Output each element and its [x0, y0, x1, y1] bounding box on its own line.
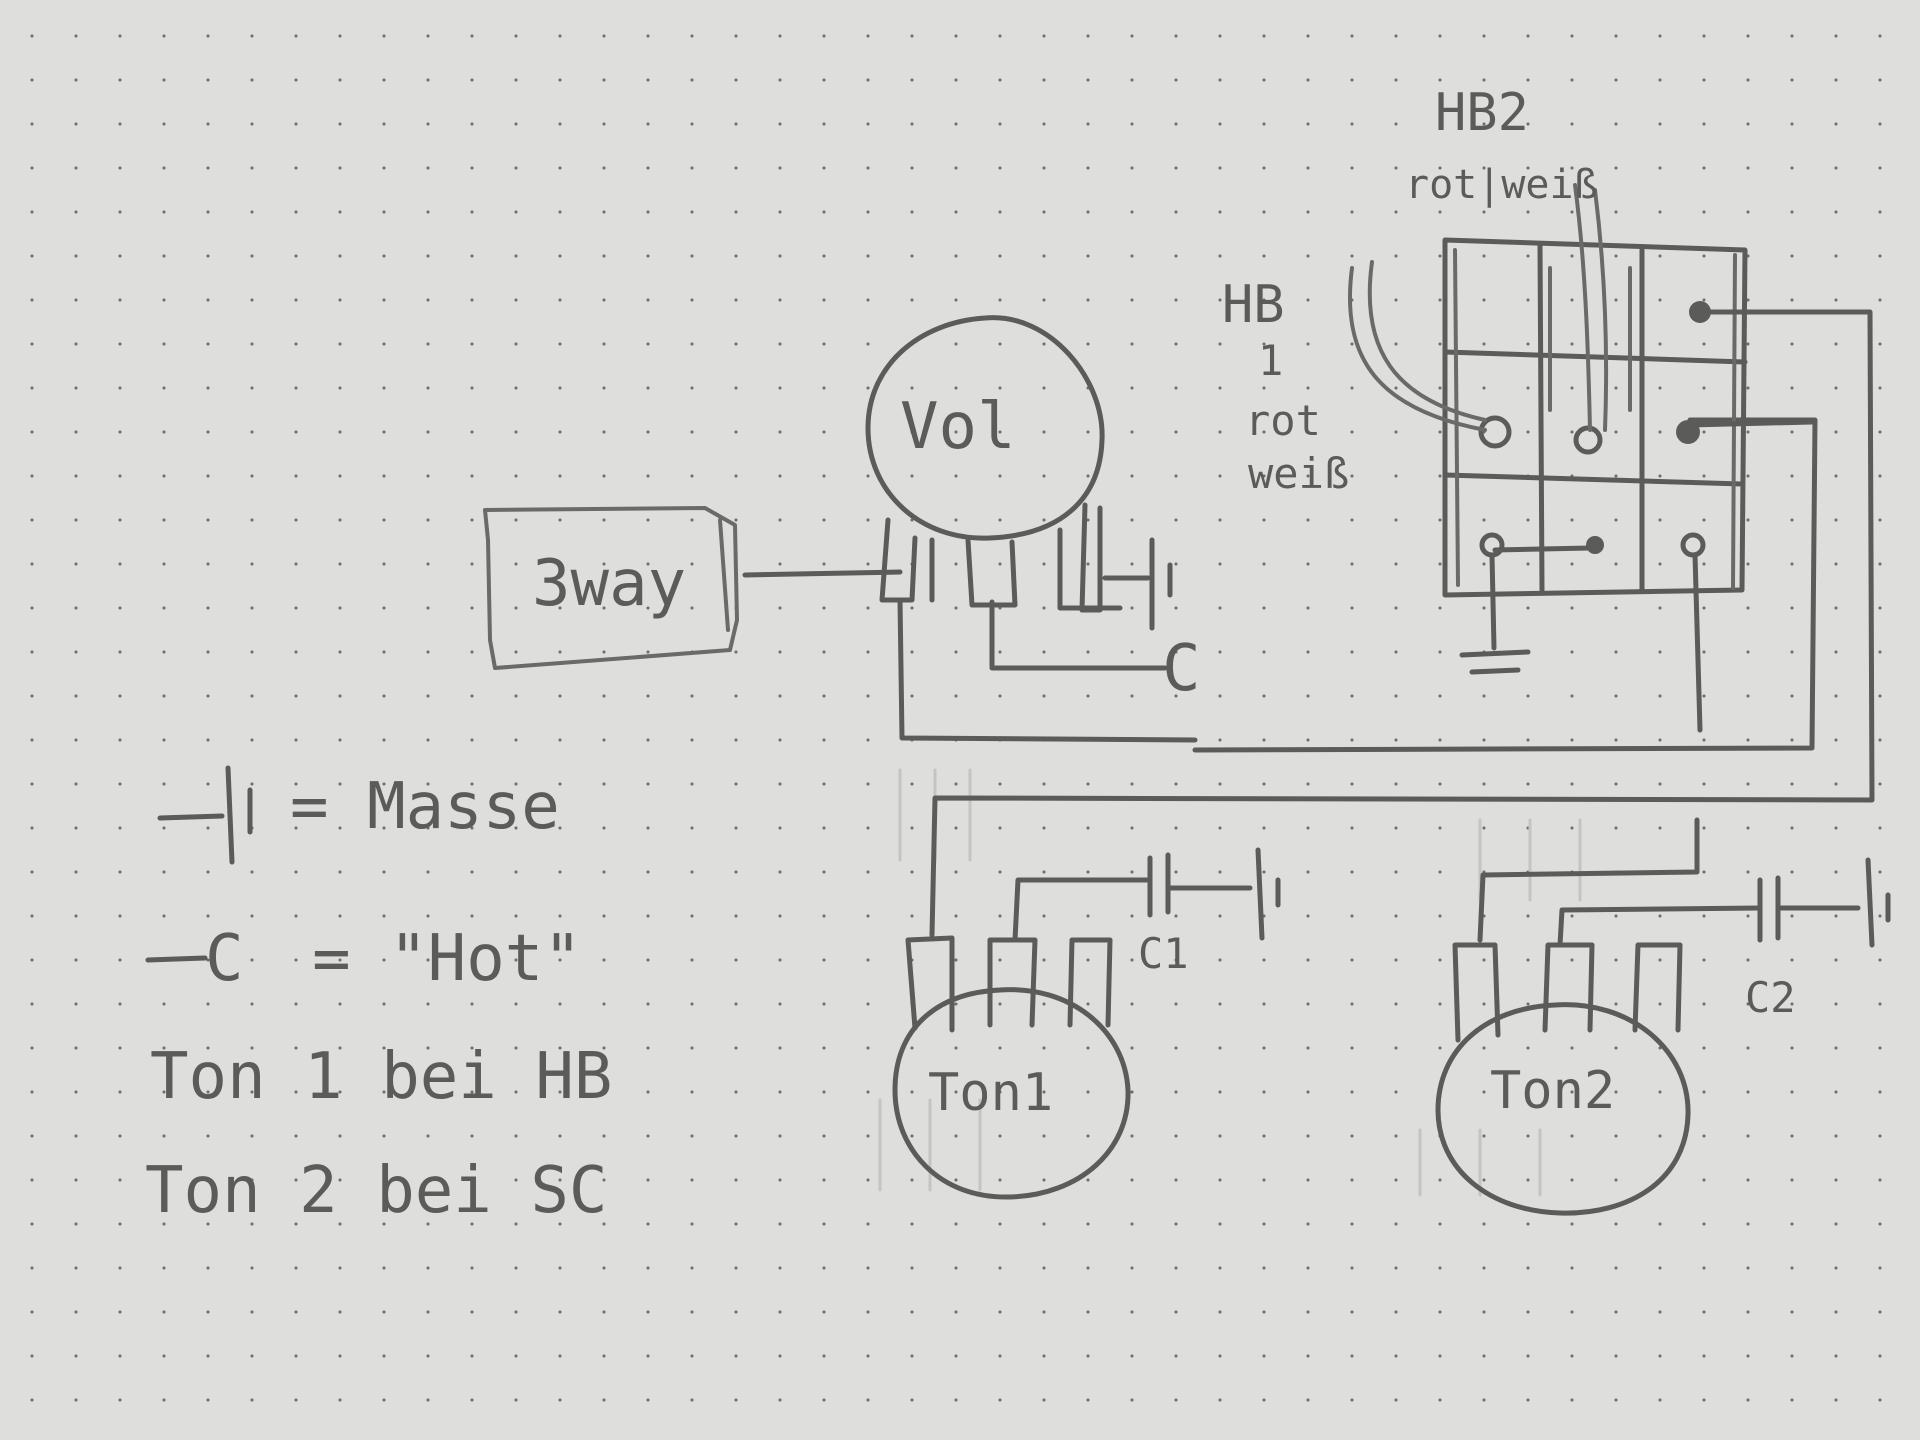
- hb2-title: HB2: [1435, 83, 1529, 143]
- legend-c-letter: C: [205, 922, 244, 996]
- hb1-color-1: rot: [1245, 396, 1321, 445]
- legend-ton1-note: Ton 1 bei HB: [150, 1040, 612, 1114]
- hb2-wires: HB2 rot|weiß: [1405, 83, 1609, 432]
- hb1-wires: HB 1 rot weiß: [1222, 260, 1487, 498]
- lug-bottom-center: [1586, 536, 1604, 554]
- three-way-label: 3way: [532, 547, 686, 621]
- lug-bottom-right: [1680, 532, 1706, 558]
- tone1-pot: Ton1: [892, 877, 1153, 1200]
- ground-symbol-switch: [1459, 552, 1531, 675]
- volume-pot: Vol: [865, 315, 1123, 613]
- hot-wire-c: C: [989, 599, 1201, 706]
- legend-hot-text: C = "Hot": [205, 922, 582, 996]
- hb1-title: HB: [1222, 275, 1285, 335]
- capacitor-c2: C2: [1745, 857, 1891, 1022]
- tone2-label: Ton2: [1490, 1061, 1615, 1121]
- c1-label: C1: [1138, 929, 1189, 978]
- reverse-side-ghost: [878, 768, 1582, 1197]
- three-way-switch: 3way: [483, 506, 903, 670]
- hb2-colors: rot|weiß: [1405, 162, 1598, 208]
- hb1-color-2: weiß: [1248, 449, 1349, 498]
- legend-ground-symbol: [157, 765, 253, 865]
- pickup-switch-grid: [929, 237, 1875, 943]
- tone2-pot: Ton2: [1435, 905, 1763, 1216]
- volume-pot-label: Vol: [900, 390, 1016, 464]
- wire-vol-to-switch: [897, 417, 1818, 753]
- legend-hot-value: = "Hot": [312, 922, 582, 996]
- c-terminal-label: C: [1162, 632, 1201, 706]
- capacitor-c1: C1: [1138, 847, 1281, 978]
- lug-mid-center: [1573, 425, 1603, 455]
- legend-hot-symbol: [145, 955, 208, 963]
- legend-masse-text: = Masse: [290, 770, 560, 844]
- legend-ton2-note: Ton 2 bei SC: [145, 1154, 607, 1228]
- ground-symbol-vol: [1102, 537, 1173, 631]
- c2-label: C2: [1745, 973, 1796, 1022]
- tone1-label: Ton1: [928, 1063, 1053, 1123]
- legend: = Masse C = "Hot" Ton 1 bei HB Ton 2 bei…: [145, 765, 612, 1228]
- lug-mid-left: [1478, 415, 1512, 449]
- hb1-number: 1: [1258, 336, 1283, 385]
